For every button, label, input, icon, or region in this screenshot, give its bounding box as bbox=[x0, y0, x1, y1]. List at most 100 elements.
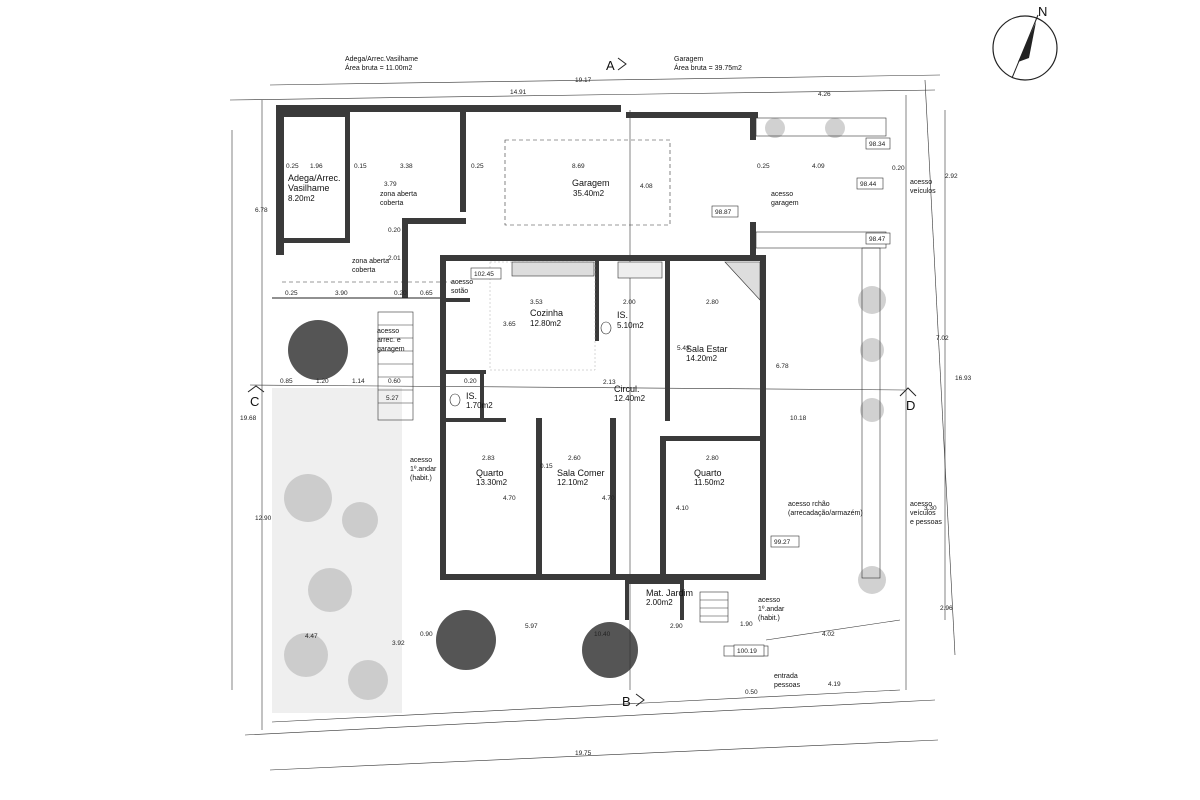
sala-comer-area: 12.10m2 bbox=[557, 478, 589, 487]
sala-estar-area: 14.20m2 bbox=[686, 354, 718, 363]
dim-label: 4.02 bbox=[822, 631, 835, 638]
dim-label: 19.75 bbox=[575, 750, 592, 757]
dim-label: 6.78 bbox=[255, 207, 268, 214]
north-label: N bbox=[1038, 4, 1047, 19]
house-walls bbox=[440, 255, 766, 620]
dim-label: 3.65 bbox=[503, 321, 516, 328]
dim-label: 4.47 bbox=[305, 633, 318, 640]
dim-label: 1.90 bbox=[740, 621, 753, 628]
acesso-rchao-line1: acesso rchão bbox=[788, 501, 830, 508]
section-markers: A B C D bbox=[247, 57, 917, 709]
toilet-small bbox=[449, 393, 461, 407]
tree-bottom-right bbox=[582, 622, 638, 678]
dim-label: 0.20 bbox=[394, 290, 407, 297]
dim-label: 1.96 bbox=[310, 163, 323, 170]
shrub-2 bbox=[342, 502, 378, 538]
is-small-name: IS. bbox=[466, 391, 477, 401]
dim-label: 0.85 bbox=[280, 378, 293, 385]
zona-aberta-2-line2: coberta bbox=[352, 267, 375, 274]
dim-label: 16.93 bbox=[955, 375, 972, 382]
dim-label: 0.65 bbox=[420, 290, 433, 297]
shrub-4 bbox=[284, 633, 328, 677]
dim-label: 4.26 bbox=[818, 91, 831, 98]
dim-label: 2.80 bbox=[706, 299, 719, 306]
acesso-garagem-line1: acesso bbox=[771, 191, 793, 198]
sala-estar-name: Sala Estar bbox=[686, 344, 728, 354]
entrada-pessoas-line1: entrada bbox=[774, 673, 798, 680]
dim-label: 0.25 bbox=[286, 163, 299, 170]
garagem-header-line2: Área bruta = 39.75m2 bbox=[674, 63, 742, 72]
bathtub bbox=[617, 261, 663, 279]
acesso-rchao-line2: (arrecadação/armazém) bbox=[788, 510, 863, 517]
dim-label: 2.60 bbox=[568, 455, 581, 462]
level-tag: 98.87 bbox=[715, 209, 732, 216]
dim-label: 3.53 bbox=[530, 299, 543, 306]
dim-label: 10.18 bbox=[790, 415, 807, 422]
outbuilding bbox=[272, 105, 758, 299]
acesso-1andar-right-line1: acesso bbox=[758, 597, 780, 604]
garagem-header-line1: Garagem bbox=[674, 56, 703, 63]
dim-label: 4.08 bbox=[640, 183, 653, 190]
section-b: B bbox=[622, 694, 631, 709]
sala-comer-name: Sala Comer bbox=[557, 468, 605, 478]
shrub-5 bbox=[348, 660, 388, 700]
dim-label: 2.01 bbox=[388, 255, 401, 262]
dim-label: 19.17 bbox=[575, 77, 592, 84]
dim-label: 3.30 bbox=[924, 505, 937, 512]
level-tag: 98.44 bbox=[860, 181, 877, 188]
adega-name-line1: Adega/Arrec. bbox=[288, 173, 341, 183]
dim-label: 3.90 bbox=[335, 290, 348, 297]
fireplace bbox=[724, 261, 761, 301]
dim-label: 10.40 bbox=[594, 631, 611, 638]
cozinha-area: 12.80m2 bbox=[530, 319, 562, 328]
tree-bottom-center bbox=[436, 610, 496, 670]
zona-aberta-1-line1: zona aberta bbox=[380, 191, 417, 198]
dim-label: 0.50 bbox=[745, 689, 758, 696]
kitchen-fixtures bbox=[449, 261, 761, 407]
dim-label: 0.25 bbox=[285, 290, 298, 297]
shrub-right-2 bbox=[860, 338, 884, 362]
dim-label: 14.91 bbox=[510, 89, 527, 96]
is-top-area: 5.10m2 bbox=[617, 321, 644, 330]
dim-label: 2.90 bbox=[670, 623, 683, 630]
dim-label: 5.43 bbox=[677, 345, 690, 352]
is-small-area: 1.70m2 bbox=[466, 401, 493, 410]
acesso-veiculos-pessoas-line2: veículos bbox=[910, 510, 936, 517]
dim-label: 1.14 bbox=[352, 378, 365, 385]
dim-label: 0.90 bbox=[420, 631, 433, 638]
adega-header-line2: Área bruta = 11.00m2 bbox=[345, 63, 412, 72]
acesso-sotao-line1: acesso bbox=[451, 279, 473, 286]
circul-area: 12.40m2 bbox=[614, 394, 646, 403]
acesso-garagem-line2: garagem bbox=[771, 200, 799, 207]
dim-label: 6.78 bbox=[776, 363, 789, 370]
dim-label: 5.97 bbox=[525, 623, 538, 630]
garden-area bbox=[272, 118, 886, 713]
level-tags: 98.34 98.44 98.87 98.47 102.45 99.27 100… bbox=[470, 137, 891, 657]
quarto-left-area: 13.30m2 bbox=[476, 478, 508, 487]
shrub-top-right-1 bbox=[765, 118, 785, 138]
is-top-name: IS. bbox=[617, 310, 628, 320]
dim-label: 0.20 bbox=[388, 227, 401, 234]
acesso-arrec-line2: arrec. e bbox=[377, 337, 401, 344]
adega-name-line2: Vasilhame bbox=[288, 183, 329, 193]
dim-label: 4.09 bbox=[812, 163, 825, 170]
shrub-right-1 bbox=[858, 286, 886, 314]
dim-label: 3.38 bbox=[400, 163, 413, 170]
quarto-right-area: 11.50m2 bbox=[694, 478, 725, 487]
dim-label: 19.68 bbox=[240, 415, 257, 422]
dim-label: 4.70 bbox=[602, 495, 615, 502]
dim-label: 0.20 bbox=[464, 378, 477, 385]
dim-label: 4.70 bbox=[503, 495, 516, 502]
level-tag: 98.34 bbox=[869, 141, 886, 148]
acesso-veiculos-line2: veículos bbox=[910, 188, 936, 195]
section-c: C bbox=[250, 394, 259, 409]
site-lines bbox=[229, 74, 956, 771]
cozinha-name: Cozinha bbox=[530, 308, 563, 318]
acesso-sotao-line2: sotão bbox=[451, 288, 468, 295]
room-labels: Adega/Arrec. Vasilhame 8.20m2 Garagem 35… bbox=[288, 173, 728, 607]
stairs bbox=[377, 311, 729, 623]
dim-label: 0.25 bbox=[757, 163, 770, 170]
dim-label: 0.15 bbox=[540, 463, 553, 470]
dim-label: 2.13 bbox=[603, 379, 616, 386]
dim-label: 0.60 bbox=[388, 378, 401, 385]
